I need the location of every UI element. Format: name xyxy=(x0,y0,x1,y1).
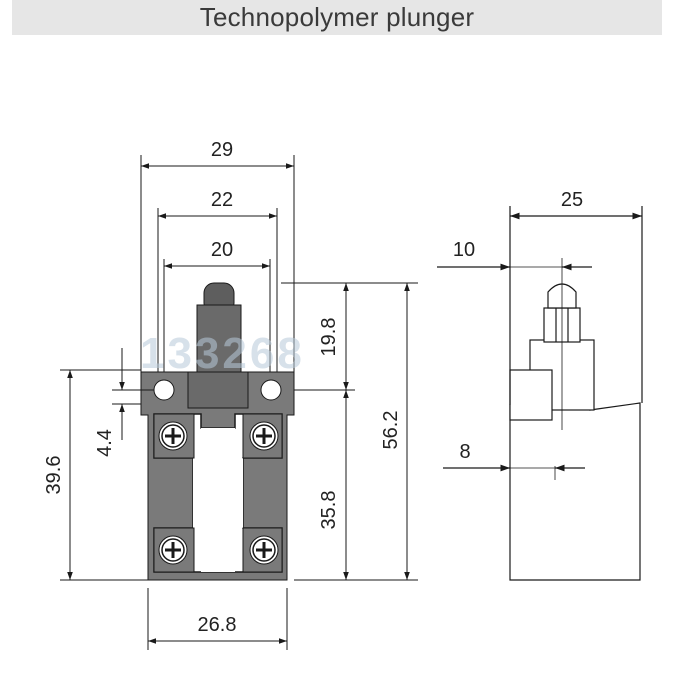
dim-label-22: 22 xyxy=(211,189,233,211)
watermark-text: 133268 xyxy=(140,329,305,378)
dim-label-8: 8 xyxy=(459,441,470,463)
dim-label-26-8: 26.8 xyxy=(198,614,237,636)
side-view xyxy=(437,206,643,581)
dim-label-56-2: 56.2 xyxy=(380,411,402,450)
flange-center xyxy=(187,371,249,409)
mount-hole-right xyxy=(260,379,282,401)
dim-label-19-8: 19.8 xyxy=(318,318,340,357)
terminal-bottom-right xyxy=(242,527,283,573)
dim-label-10: 10 xyxy=(453,239,475,261)
dim-label-25: 25 xyxy=(561,189,583,211)
dim-label-35-8: 35.8 xyxy=(318,491,340,530)
dim-label-4-4: 4.4 xyxy=(94,429,116,457)
front-view xyxy=(60,155,418,650)
terminal-top-right xyxy=(242,413,283,459)
terminal-bottom-left xyxy=(153,527,195,573)
title-bar: Technopolymer plunger xyxy=(12,0,662,35)
dim-label-39-6: 39.6 xyxy=(43,456,65,495)
dim-label-20: 20 xyxy=(211,239,233,261)
side-nub xyxy=(509,369,553,421)
dim-label-29: 29 xyxy=(211,139,233,161)
plunger-shaft xyxy=(196,304,242,376)
mount-hole-left xyxy=(153,379,175,401)
terminal-top-left xyxy=(153,413,195,459)
diagram-title: Technopolymer plunger xyxy=(199,2,475,32)
side-body xyxy=(509,402,641,581)
